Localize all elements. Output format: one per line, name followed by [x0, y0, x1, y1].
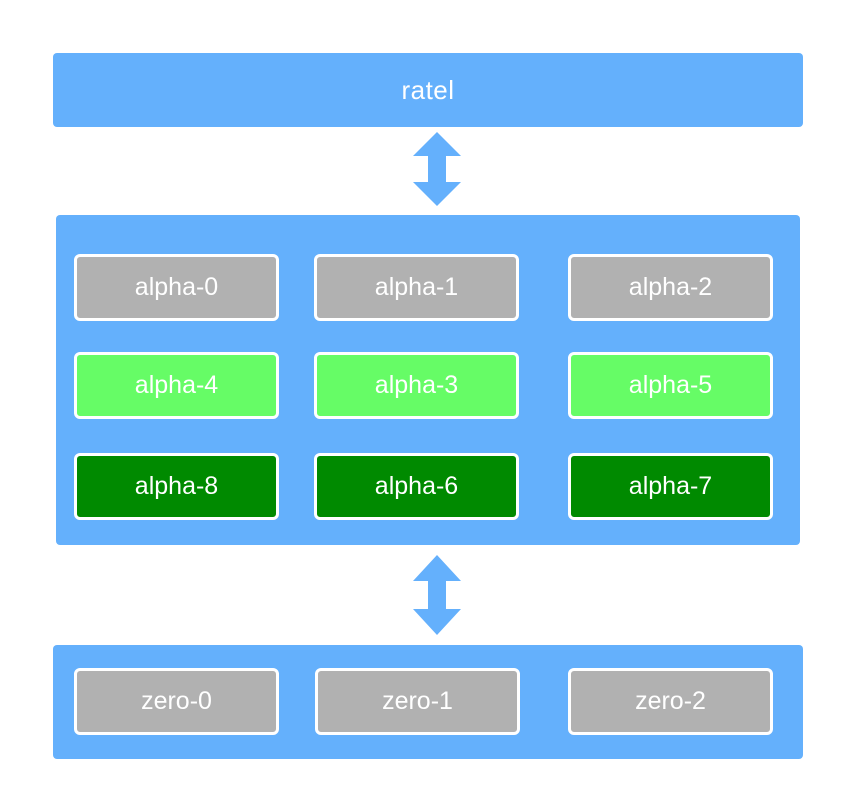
double-arrow-vertical-icon — [413, 132, 461, 206]
alpha-node: alpha-4 — [74, 352, 279, 419]
alpha-node: alpha-1 — [314, 254, 519, 321]
zero-group-panel: zero-0 zero-1 zero-2 — [53, 645, 803, 759]
zero-node: zero-0 — [74, 668, 279, 735]
arrow-shape — [413, 132, 461, 206]
ratel-label: ratel — [401, 74, 455, 105]
alpha-node: alpha-7 — [568, 453, 773, 520]
alpha-node: alpha-5 — [568, 352, 773, 419]
alpha-node: alpha-6 — [314, 453, 519, 520]
zero-node: zero-1 — [315, 668, 520, 735]
arrow-shape — [413, 555, 461, 635]
alpha-node: alpha-3 — [314, 352, 519, 419]
alpha-group-panel: alpha-0 alpha-1 alpha-2 alpha-4 alpha-3 … — [56, 215, 800, 545]
zero-node: zero-2 — [568, 668, 773, 735]
alpha-node: alpha-2 — [568, 254, 773, 321]
alpha-node: alpha-8 — [74, 453, 279, 520]
ratel-panel: ratel — [53, 53, 803, 127]
double-arrow-vertical-icon — [413, 555, 461, 635]
alpha-node: alpha-0 — [74, 254, 279, 321]
